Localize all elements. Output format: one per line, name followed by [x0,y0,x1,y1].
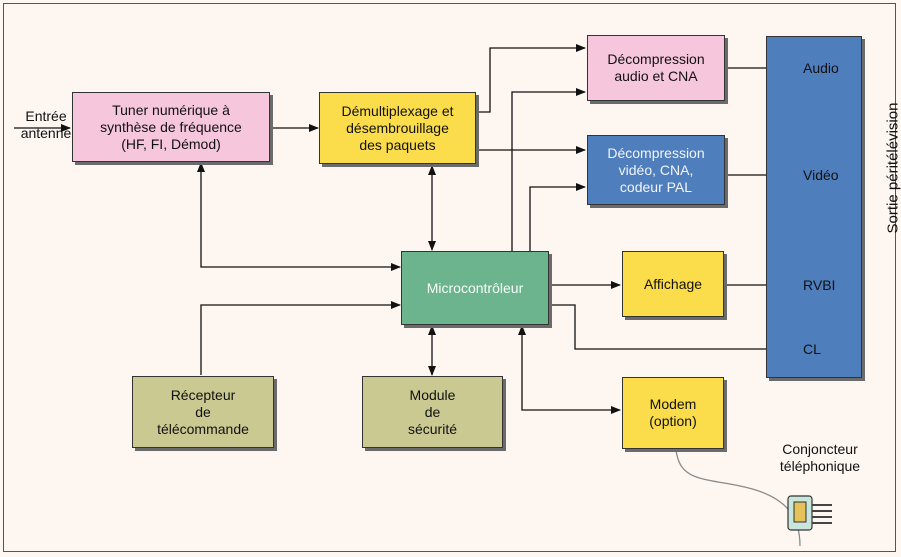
tuner-block: Tuner numérique à synthèse de fréquence … [72,92,270,162]
demux-block: Démultiplexage et désembrouillage des pa… [319,92,476,164]
conjoncteur-label: Conjoncteur téléphonique [779,441,861,474]
audio-decompression-block: Décompression audio et CNA [587,35,725,101]
output-rvbi-label: RVBI [803,277,836,293]
affichage-block: Affichage [622,251,724,317]
wire-micro-video [529,183,586,251]
wire-demux-audio [476,44,586,113]
diagram-frame [3,3,896,552]
output-cl-label: CL [803,341,821,357]
video-decompression-block: Décompression vidéo, CNA, codeur PAL [587,135,725,205]
microcontroleur-block: Microcontrôleur [401,251,549,325]
recepteur-telecommande-block: Récepteur de télécommande [132,376,274,448]
output-video-label: Vidéo [803,167,839,183]
output-audio-label: Audio [803,60,839,76]
sortie-peritelevision-label: Sortie péritélévision [884,102,901,234]
phone-socket-icon [787,495,832,531]
module-securite-block: Module de sécurité [362,376,503,448]
sortie-peritelevision-bar [766,36,862,378]
modem-block: Modem (option) [622,377,724,449]
entree-antenne-label: Entrée antenne [20,108,72,141]
wire-micro-audio [511,88,586,251]
wire-recepteur-micro [200,301,401,375]
wire-micro-modem [518,325,621,414]
wire-tuner-micro [197,162,401,271]
